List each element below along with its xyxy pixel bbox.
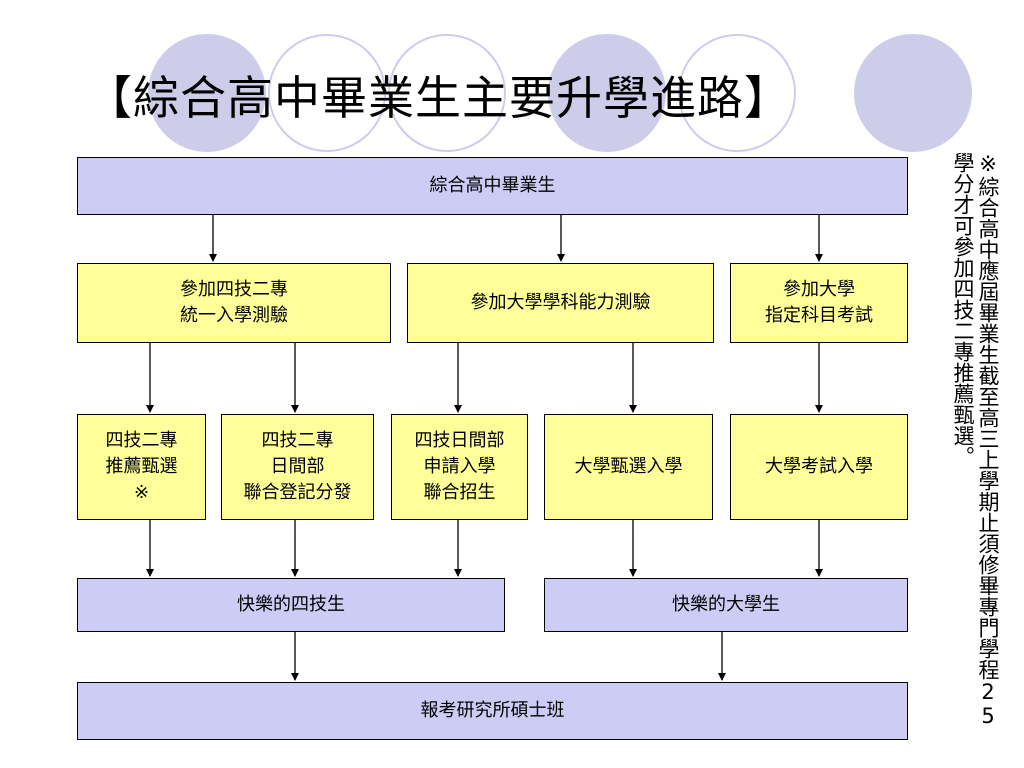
node-tech-day-joint: 四技二專 日間部 聯合登記分發 — [221, 414, 374, 520]
decoration-circle — [678, 34, 796, 152]
node-graduate: 綜合高中畢業生 — [77, 157, 908, 215]
node-exam-tech: 參加四技二專 統一入學測驗 — [77, 263, 391, 343]
node-grad-school: 報考研究所碩士班 — [77, 682, 908, 740]
node-univ-select: 大學甄選入學 — [544, 414, 713, 520]
decoration-circle — [854, 34, 972, 152]
node-exam-gsat: 參加大學學科能力測驗 — [407, 263, 714, 343]
side-note: ※綜合高中應屆畢業生截至高三上學期止須修畢專門學程25學分才可參加四技二專推薦甄… — [951, 152, 1000, 728]
node-tech-recommend: 四技二專 推薦甄選 ※ — [77, 414, 206, 520]
decoration-circle — [548, 34, 666, 152]
node-univ-exam: 大學考試入學 — [730, 414, 908, 520]
decoration-circle — [388, 34, 506, 152]
decoration-circle — [148, 34, 266, 152]
node-tech-day-apply: 四技日間部 申請入學 聯合招生 — [391, 414, 528, 520]
decoration-circle — [268, 34, 386, 152]
node-exam-ast: 參加大學 指定科目考試 — [730, 263, 908, 343]
page-title: 【綜合高中畢業生主要升學進路】 — [86, 71, 791, 125]
node-happy-tech: 快樂的四技生 — [77, 578, 505, 632]
node-happy-univ: 快樂的大學生 — [544, 578, 908, 632]
